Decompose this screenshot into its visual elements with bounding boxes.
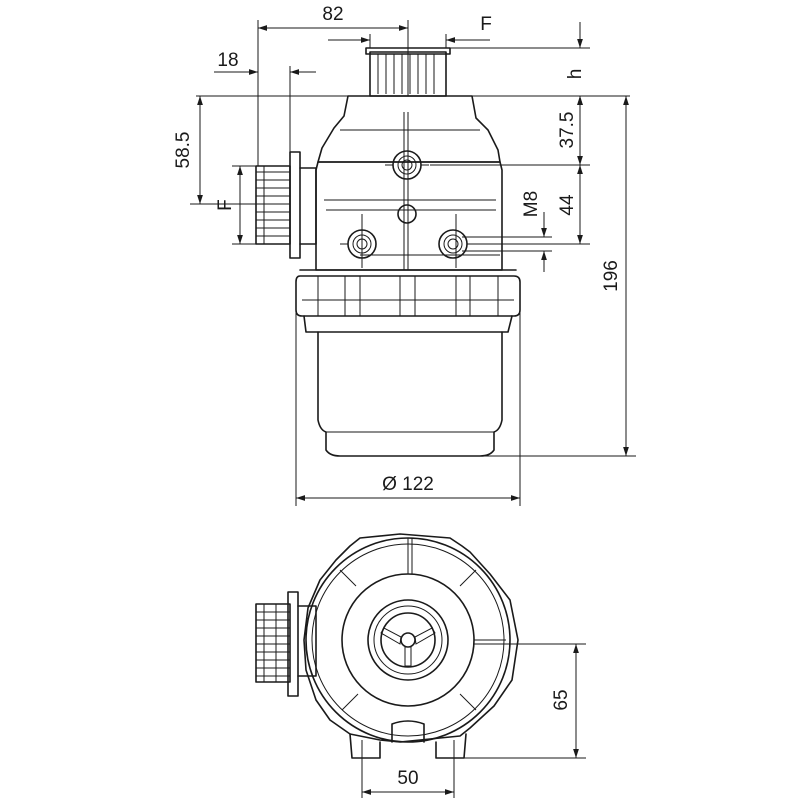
top-view-dimensions: 65 50 <box>361 643 586 798</box>
dim-82-label: 82 <box>322 4 343 25</box>
dim-196-label: 196 <box>601 260 622 292</box>
dim-37-5-label: 37.5 <box>557 112 578 149</box>
side-inlet-thread <box>255 151 317 259</box>
bolt-right <box>438 229 475 259</box>
dim-f-top-label: F <box>480 14 492 35</box>
bolt-left <box>340 229 377 259</box>
dim-58-5-label: 58.5 <box>173 132 194 169</box>
dim-18-label: 18 <box>217 50 238 71</box>
dim-h-label: h <box>565 69 586 80</box>
dim-f-side-label: F <box>215 199 236 211</box>
bolt-top <box>385 150 429 180</box>
dim-65-label: 65 <box>551 689 572 710</box>
dim-m8-label: M8 <box>521 191 542 217</box>
filter-bowl <box>317 331 503 457</box>
top-view <box>255 533 519 759</box>
dim-50-label: 50 <box>397 768 418 789</box>
dim-44-label: 44 <box>557 194 578 216</box>
ring-nut <box>295 269 521 333</box>
side-view <box>255 47 521 457</box>
dim-diameter-122-label: Ø 122 <box>382 474 434 495</box>
side-view-dimensions: 82 F 18 h 37.5 44 M8 <box>173 4 636 506</box>
